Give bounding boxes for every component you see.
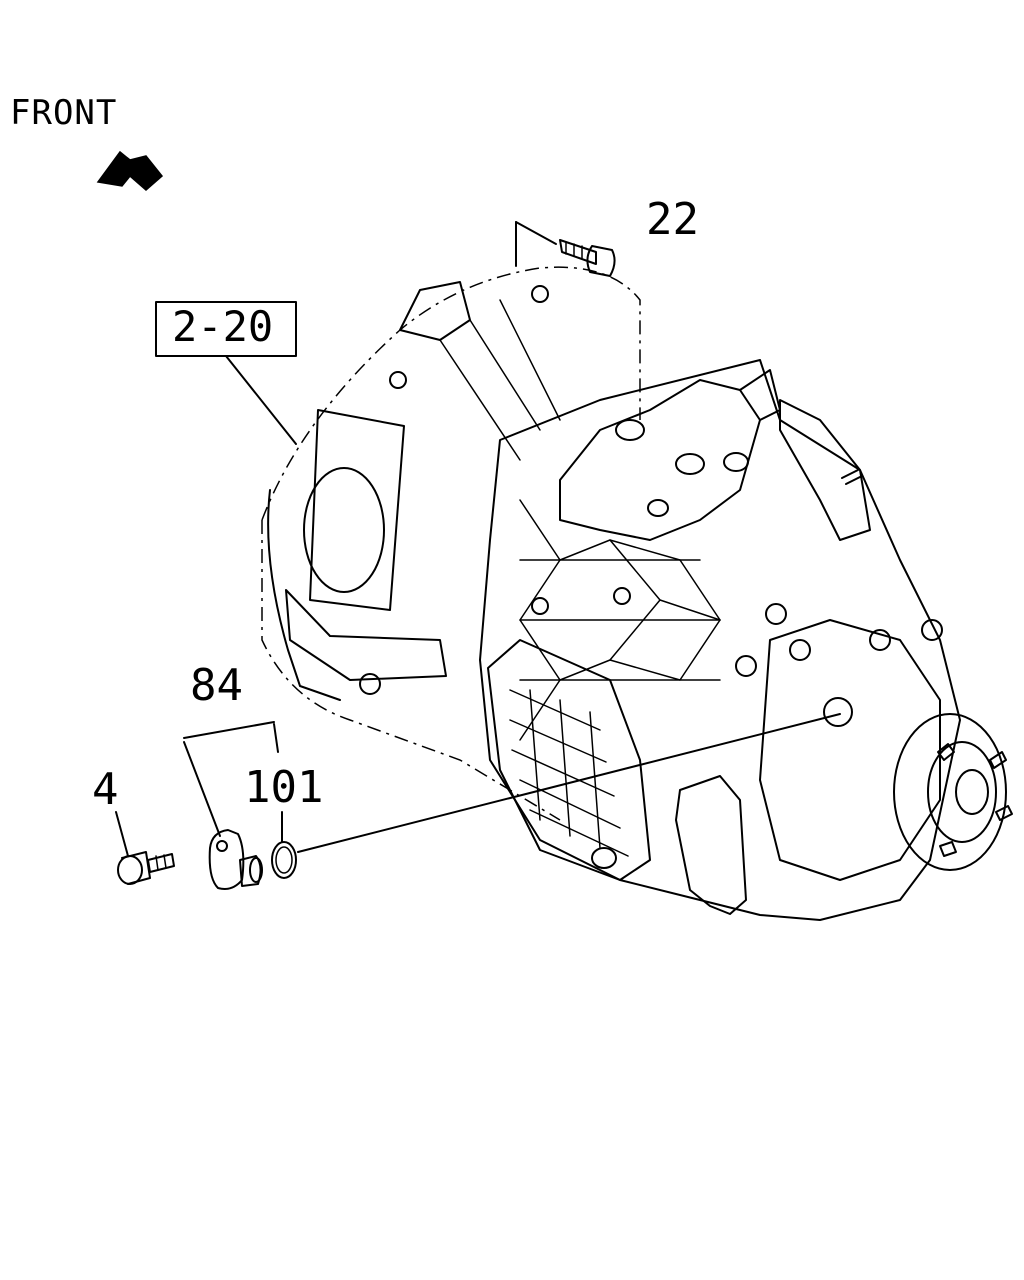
transmission-case xyxy=(479,359,1013,921)
leader-oring-to-port xyxy=(297,713,841,853)
callout-22: 22 xyxy=(646,194,699,245)
leader-84 xyxy=(183,721,275,739)
callout-101: 101 xyxy=(244,762,324,813)
flange-studs xyxy=(937,743,1013,857)
callout-2-20: 2-20 xyxy=(172,302,274,351)
sensor-bracket-84-icon xyxy=(208,829,263,890)
front-arrow-icon xyxy=(96,150,164,191)
o-ring-101-icon xyxy=(271,841,297,879)
callout-84: 84 xyxy=(190,660,243,711)
callout-4: 4 xyxy=(92,764,119,815)
bell-housing xyxy=(261,266,641,821)
front-direction-label: FRONT xyxy=(10,93,118,133)
leader-22 xyxy=(515,221,557,245)
leader-lines xyxy=(115,221,841,857)
bolt-4-icon xyxy=(117,851,175,885)
reference-box-2-20 xyxy=(155,301,297,357)
bolt-22-icon xyxy=(559,239,616,277)
leader-4 xyxy=(115,811,129,857)
leader-2-20 xyxy=(225,355,297,445)
